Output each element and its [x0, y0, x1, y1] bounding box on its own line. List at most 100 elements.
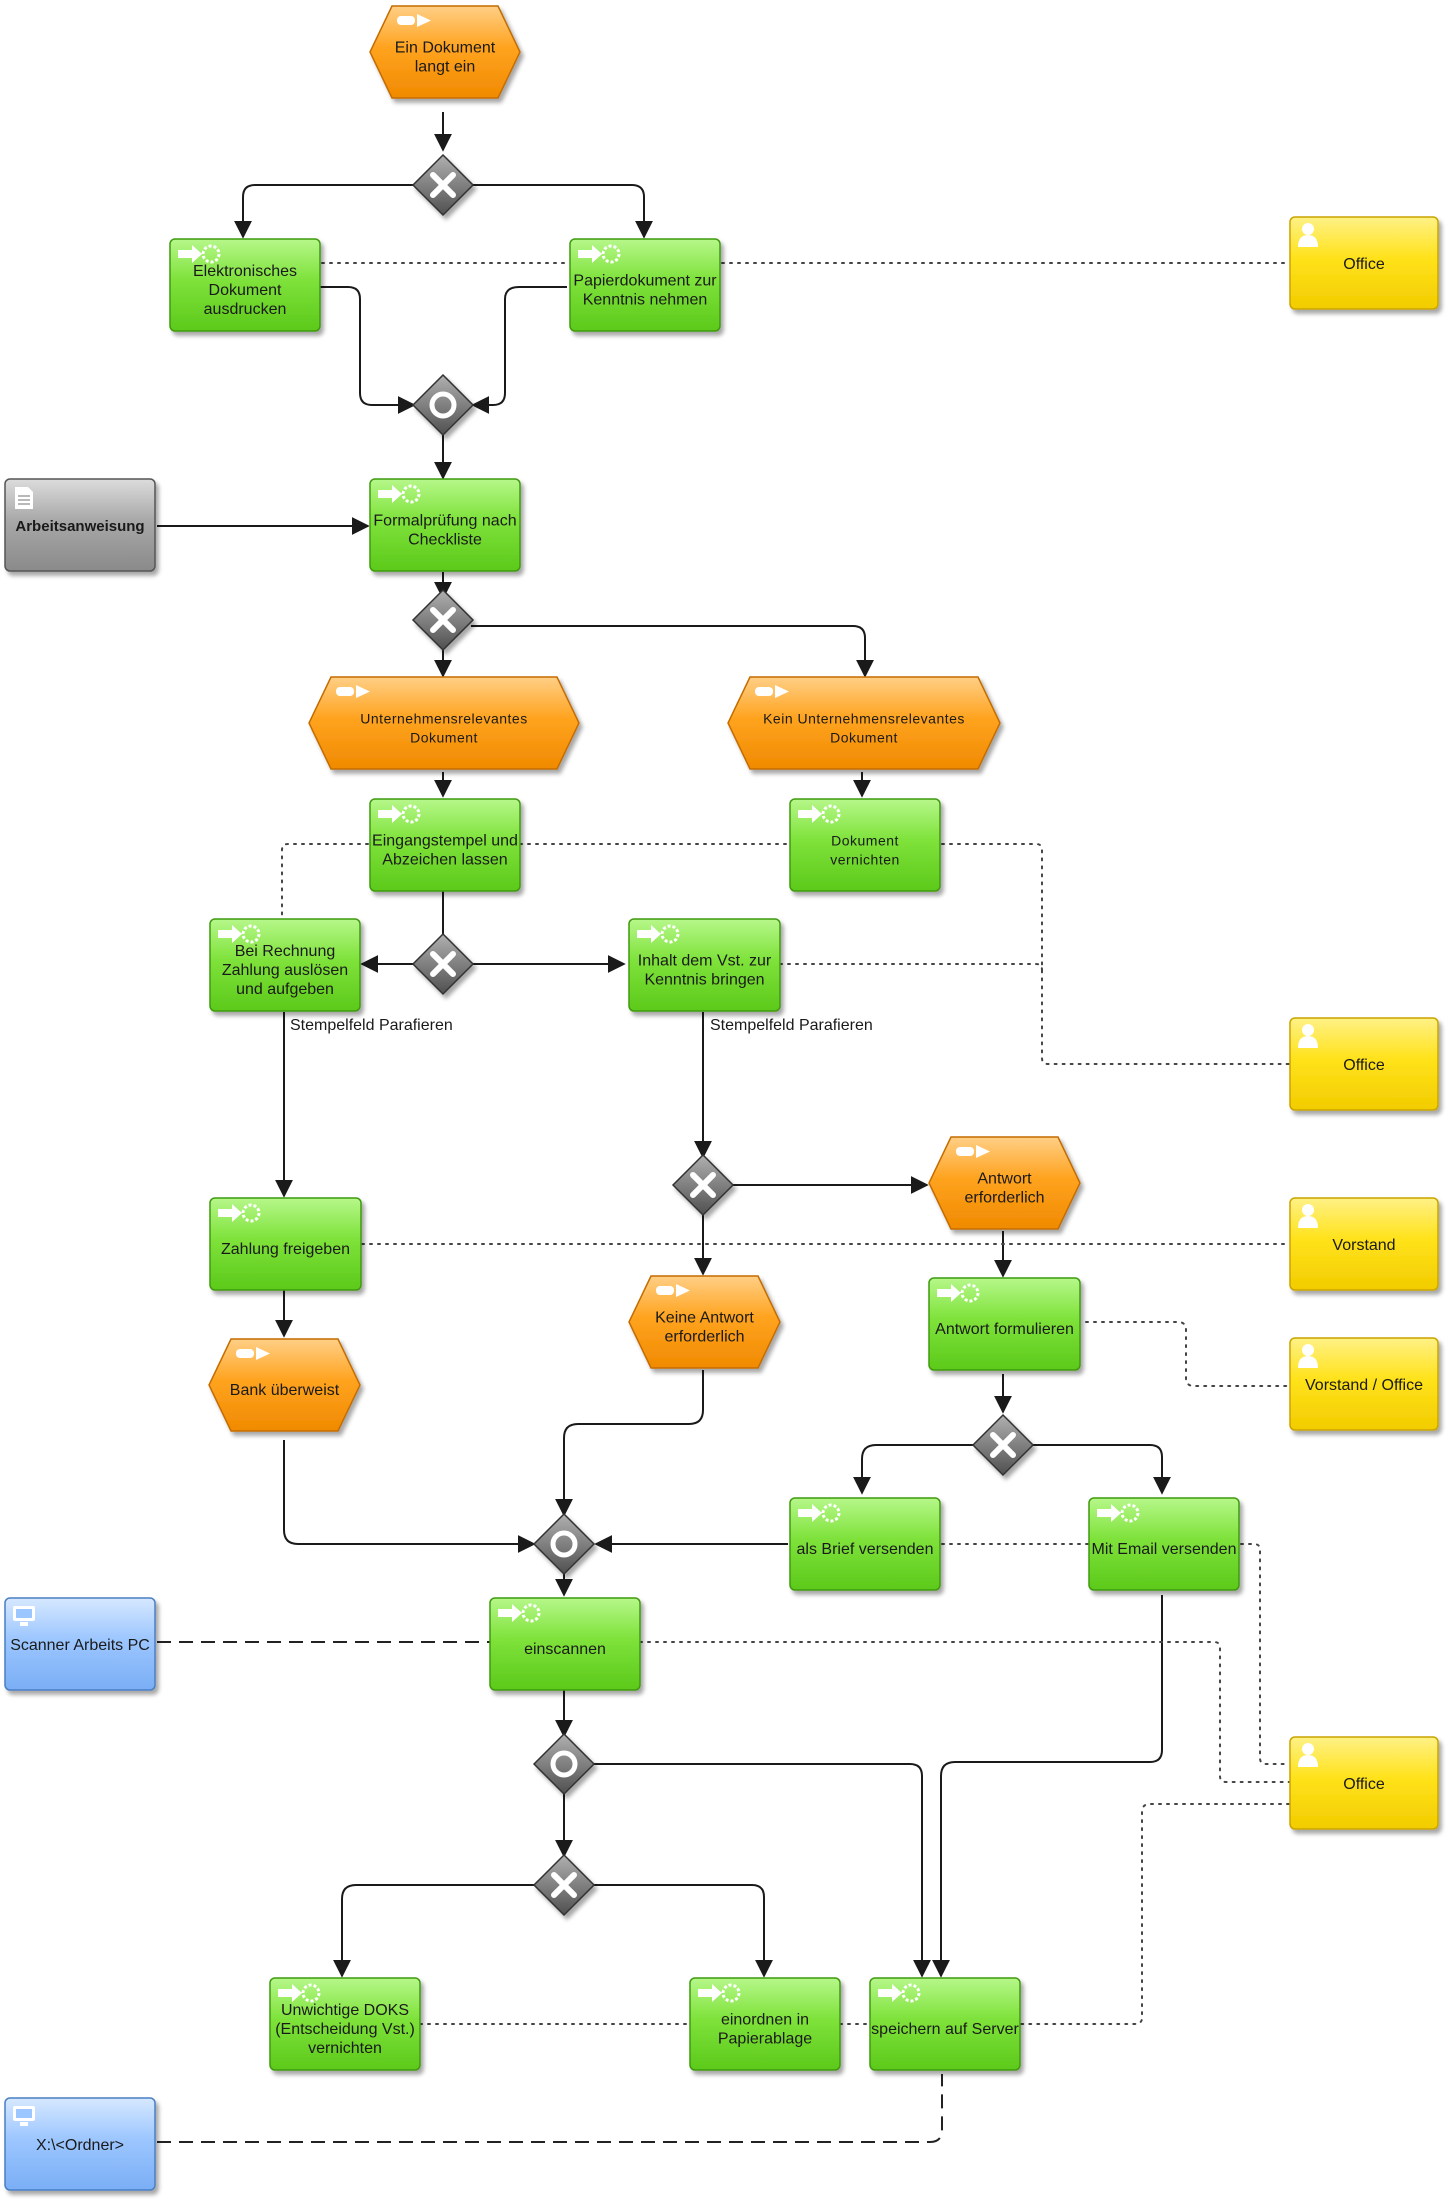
function-label: Elektronisches: [193, 263, 297, 280]
xor-icon: [551, 1872, 577, 1898]
role-r2[interactable]: Office: [1289, 1017, 1439, 1111]
xor-icon: [690, 1172, 716, 1198]
function-gear-icon: [901, 1983, 921, 2003]
function-label: Antwort formulieren: [935, 1321, 1074, 1338]
function-label: Inhalt dem Vst. zur: [638, 953, 772, 970]
event-label: Unternehmensrelevantes: [360, 711, 527, 727]
or-icon: [429, 391, 457, 419]
flow-edge: [853, 1444, 975, 1495]
function-f11[interactable]: Mit Email versenden: [1088, 1497, 1240, 1591]
function-arrow-icon: [878, 1984, 902, 2002]
event-arrow-icon: [775, 685, 789, 698]
flow-edge: [283, 1440, 536, 1553]
role-association: [1085, 1321, 1290, 1387]
event-e4[interactable]: Antwort erforderlich: [928, 1136, 1081, 1230]
function-arrow-icon: [378, 805, 402, 823]
system-label: Scanner Arbeits PC: [10, 1637, 150, 1654]
function-label: Zahlung freigeben: [221, 1241, 350, 1258]
event-label: Kein Unternehmensrelevantes: [763, 711, 965, 727]
role-label: Office: [1343, 1776, 1385, 1793]
function-label: als Brief versenden: [797, 1541, 934, 1558]
function-gear-icon: [521, 1603, 541, 1623]
role-r4[interactable]: Vorstand / Office: [1289, 1337, 1439, 1431]
xor-connector[interactable]: [532, 1853, 596, 1917]
event-arrow-icon: [676, 1284, 690, 1297]
event-icon: [755, 687, 773, 696]
system-s2[interactable]: X:\<Ordner>: [4, 2097, 156, 2191]
function-f10[interactable]: als Brief versenden: [789, 1497, 941, 1591]
function-gear-icon: [821, 804, 841, 824]
event-label: Dokument: [410, 730, 478, 746]
role-association: [779, 963, 1043, 971]
function-f12[interactable]: einscannen: [489, 1597, 641, 1691]
function-label: Papierdokument zur: [573, 273, 717, 290]
function-arrow-icon: [278, 1984, 302, 2002]
note-stempelfeld-right: Stempelfeld Parafieren: [710, 1017, 873, 1034]
xor-icon: [430, 172, 456, 198]
function-f15[interactable]: speichern auf Server: [869, 1977, 1021, 2071]
function-f9[interactable]: Antwort formulieren: [928, 1277, 1081, 1371]
event-label: Antwort: [977, 1171, 1032, 1188]
event-icon: [656, 1286, 674, 1295]
function-label: Checkliste: [408, 532, 482, 549]
role-r1[interactable]: Office: [1289, 216, 1439, 310]
function-arrow-icon: [637, 925, 661, 943]
event-shape: [928, 1136, 1081, 1230]
function-label: und aufgeben: [236, 981, 334, 998]
person-icon: [1302, 1344, 1314, 1356]
xor-connector[interactable]: [411, 932, 475, 996]
event-shape: [308, 676, 580, 770]
function-f8[interactable]: Zahlung freigeben: [209, 1197, 362, 1291]
event-label: erforderlich: [964, 1190, 1044, 1207]
role-r3[interactable]: Vorstand: [1289, 1197, 1439, 1291]
function-label: vernichten: [830, 852, 900, 868]
note-stempelfeld-left: Stempelfeld Parafieren: [290, 1017, 453, 1034]
system-association: [157, 2074, 943, 2143]
or-connector[interactable]: [411, 373, 475, 437]
flow-edge: [932, 1595, 1163, 1978]
event-label: erforderlich: [664, 1329, 744, 1346]
flow-edge: [471, 625, 874, 678]
system-shape: [4, 1597, 156, 1691]
xor-connector[interactable]: [971, 1413, 1035, 1477]
function-label: Mit Email versenden: [1092, 1541, 1237, 1558]
person-icon: [1302, 1204, 1314, 1216]
flow-edge: [555, 1370, 704, 1517]
function-arrow-icon: [218, 925, 242, 943]
event-shape: [628, 1275, 781, 1369]
role-shape: [1289, 216, 1439, 310]
system-s1[interactable]: Scanner Arbeits PC: [4, 1597, 156, 1691]
xor-connector[interactable]: [671, 1153, 735, 1217]
document-icon: [15, 487, 33, 509]
xor-connector[interactable]: [411, 153, 475, 217]
document-d1[interactable]: Arbeitsanweisung: [4, 478, 156, 572]
or-connector[interactable]: [532, 1512, 596, 1576]
xor-connector[interactable]: [411, 588, 475, 652]
role-association: [941, 843, 1290, 1065]
connector-diamond: [411, 373, 475, 437]
function-label: Zahlung auslösen: [222, 962, 348, 979]
event-e6[interactable]: Bank überweist: [208, 1338, 361, 1432]
function-gear-icon: [601, 244, 621, 264]
flow-edge: [592, 1763, 931, 1978]
or-connector[interactable]: [532, 1732, 596, 1796]
or-icon: [550, 1530, 578, 1558]
document-shape: [4, 478, 156, 572]
function-f13[interactable]: Unwichtige DOKS(Entscheidung Vst.)vernic…: [269, 1977, 421, 2071]
function-label: Eingangstempel und: [372, 833, 518, 850]
function-gear-icon: [201, 244, 221, 264]
role-r5[interactable]: Office: [1289, 1736, 1439, 1830]
role-label: Office: [1343, 1057, 1385, 1074]
